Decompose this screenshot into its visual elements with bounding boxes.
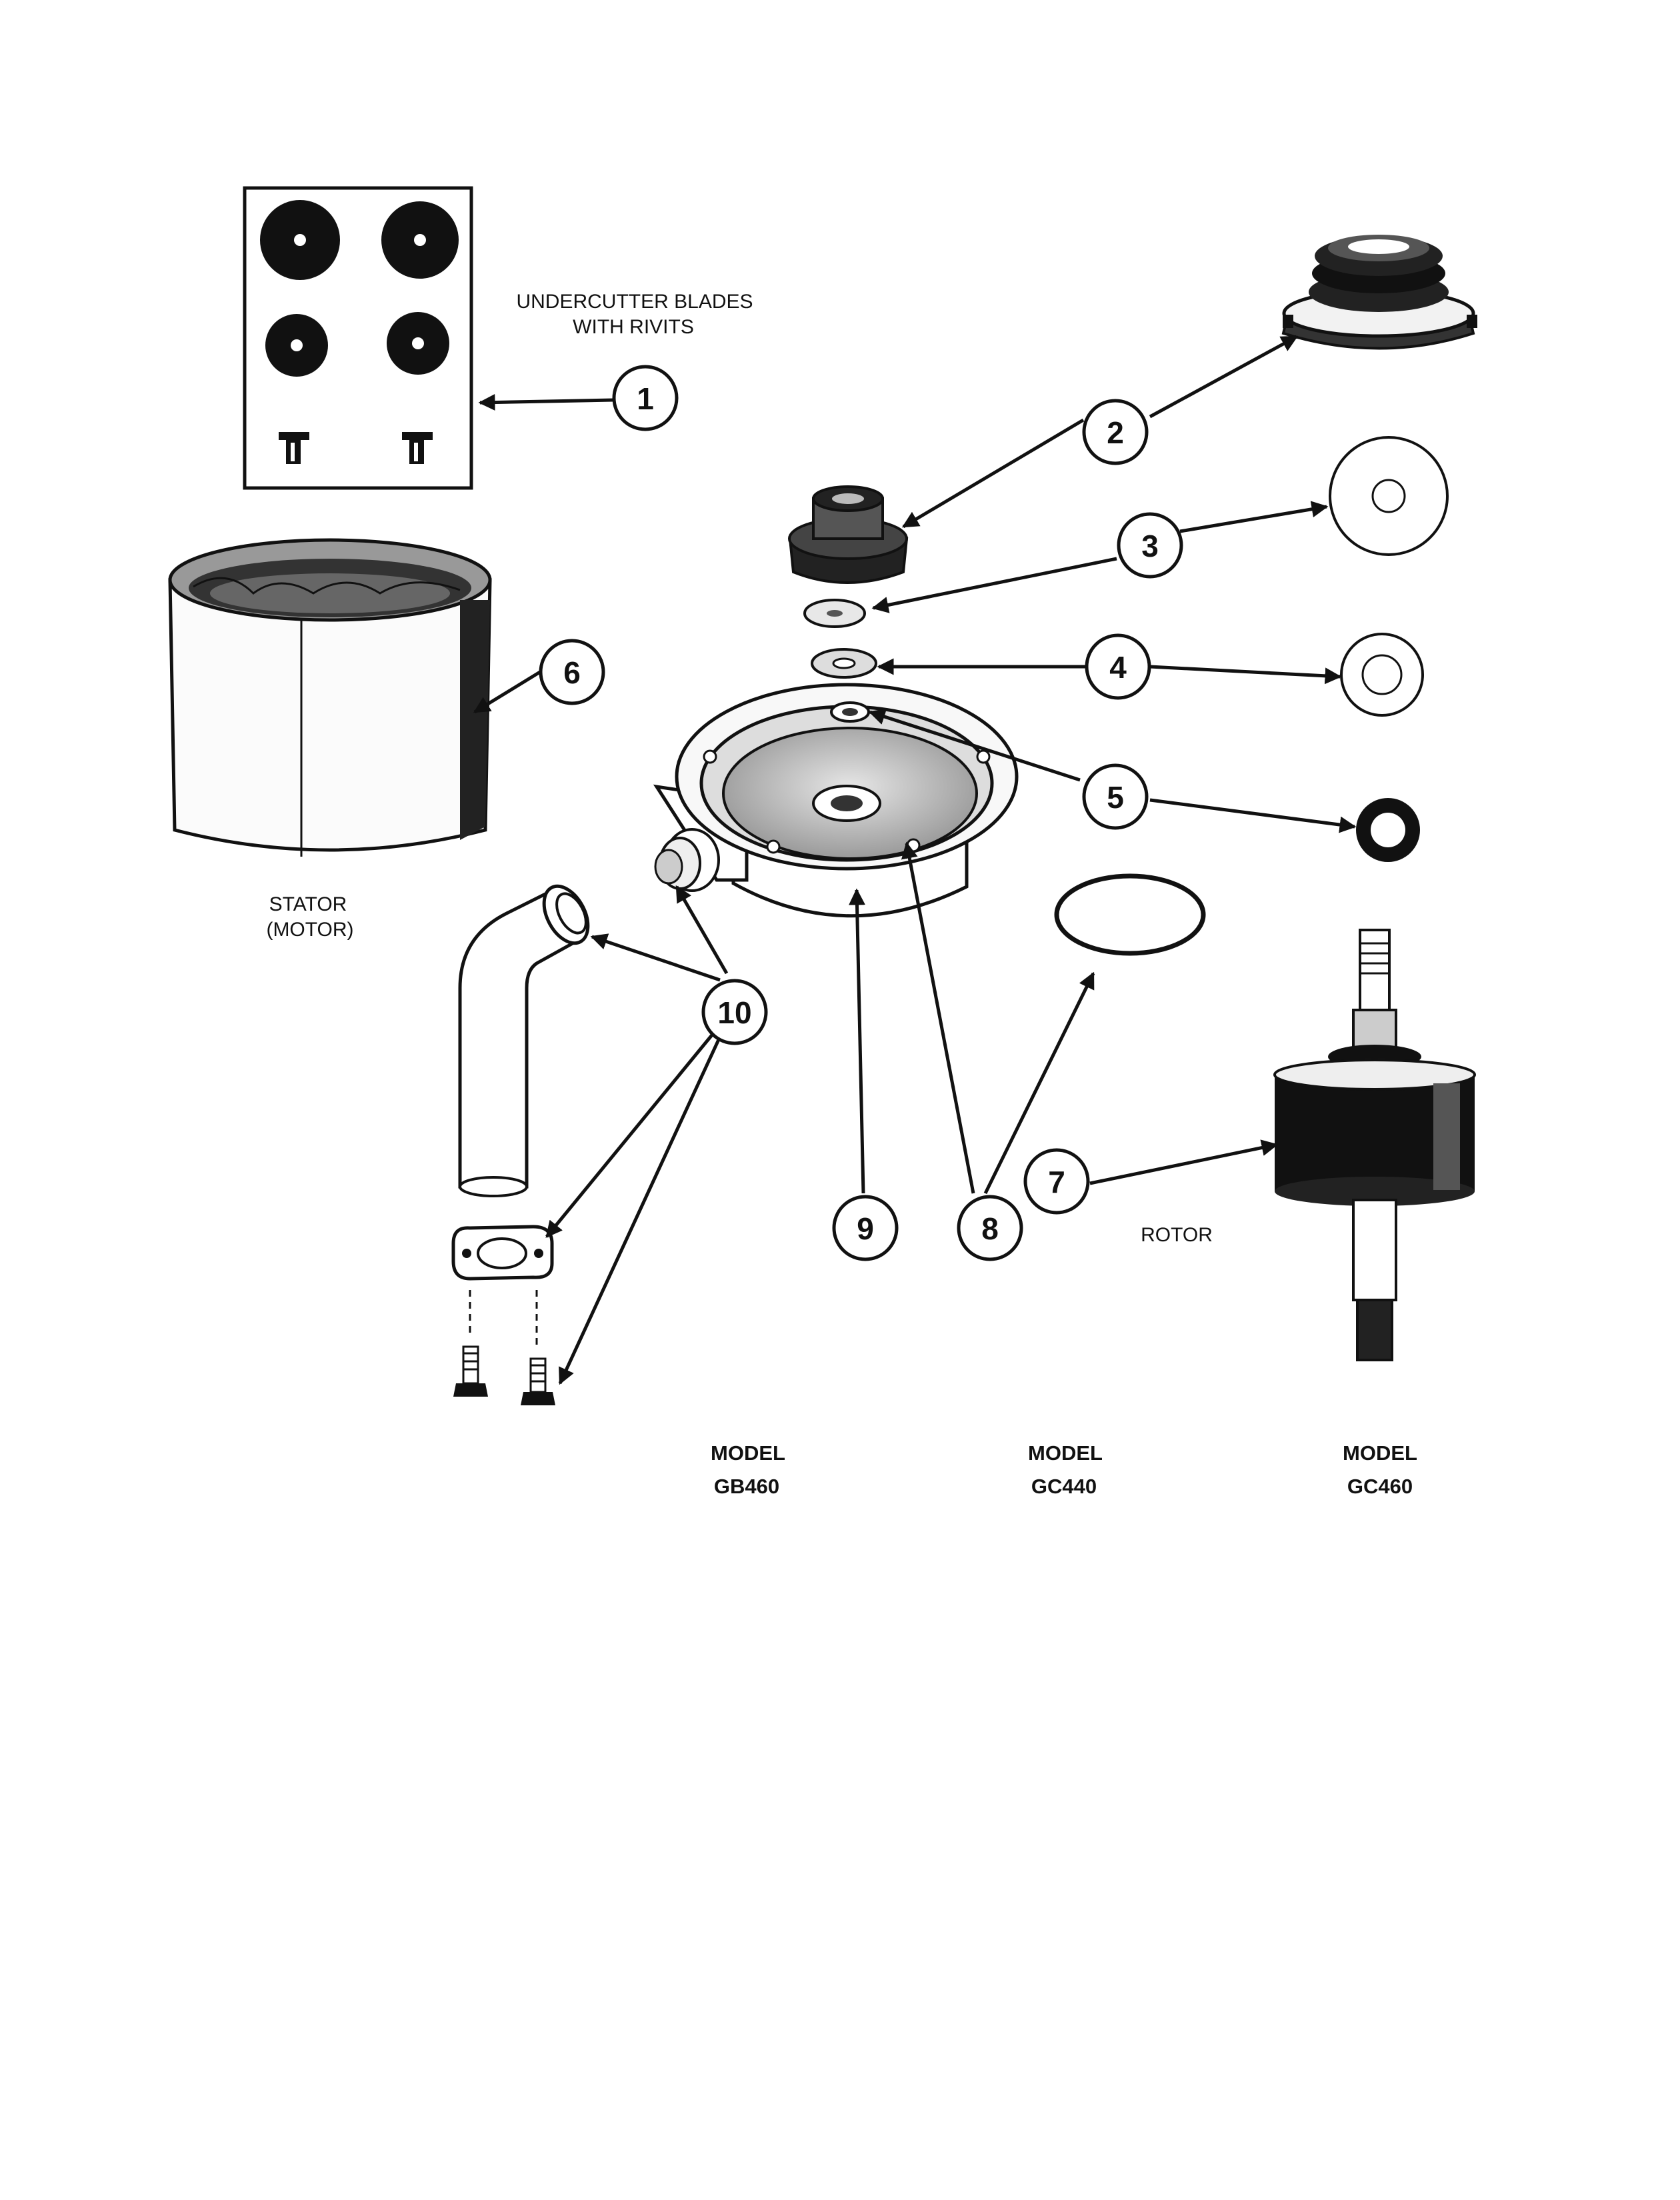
svg-text:9: 9 (857, 1211, 874, 1246)
stator-label-line2: (MOTOR) (266, 919, 353, 941)
rivet-icon (279, 432, 309, 464)
blades-label-line1: UNDERCUTTER BLADES (516, 291, 753, 313)
rivet-icon (402, 432, 433, 464)
undercutter-blades-card (243, 186, 473, 490)
seal-ring (1356, 798, 1420, 862)
model-label-3: MODEL (1343, 1441, 1417, 1465)
stator-motor (168, 538, 492, 857)
callout-8: 8 (957, 1195, 1023, 1261)
model-number-3: GC460 (1347, 1475, 1413, 1498)
rotor-label: ROTOR (1141, 1224, 1213, 1246)
motor-housing (653, 683, 1019, 918)
callout-2: 2 (1082, 399, 1149, 465)
svg-text:3: 3 (1141, 529, 1159, 563)
discharge-flange (451, 1225, 554, 1281)
model-label-1: MODEL (711, 1441, 785, 1465)
svg-text:4: 4 (1109, 650, 1127, 685)
mount-collar-small (788, 485, 909, 584)
discharge-elbow (458, 884, 590, 1197)
svg-text:7: 7 (1048, 1165, 1065, 1199)
o-ring-gasket (1054, 873, 1206, 956)
model-number-2: GC440 (1031, 1475, 1097, 1498)
blades-label-line2: WITH RIVITS (573, 316, 694, 338)
callout-7: 7 (1023, 1148, 1090, 1215)
bolt-icon (521, 1357, 555, 1405)
callout-4: 4 (1085, 633, 1151, 700)
blade-icon (260, 200, 340, 280)
mount-collar-large (1281, 235, 1477, 350)
svg-text:5: 5 (1107, 780, 1124, 815)
blade-icon (265, 314, 328, 377)
model-number-1: GB460 (714, 1475, 779, 1498)
leader-lines (473, 335, 1357, 1385)
blade-icon (387, 312, 449, 375)
washer-large (1329, 436, 1449, 556)
model-label-2: MODEL (1028, 1441, 1103, 1465)
callout-10: 10 (701, 979, 768, 1045)
svg-text:8: 8 (981, 1211, 999, 1246)
callout-5: 5 (1082, 763, 1149, 830)
washer-ring-small (811, 648, 877, 679)
washer-ring-large (1340, 633, 1424, 717)
blade-icon (381, 201, 459, 279)
bolt-icon (453, 1345, 488, 1397)
svg-text:2: 2 (1107, 415, 1124, 450)
rotor (1273, 929, 1476, 1361)
stator-label-line1: STATOR (269, 893, 347, 915)
callout-3: 3 (1117, 512, 1183, 579)
callout-9: 9 (832, 1195, 899, 1261)
svg-text:6: 6 (563, 655, 581, 690)
washer-small (803, 599, 866, 628)
svg-text:10: 10 (717, 995, 751, 1030)
svg-text:1: 1 (637, 381, 654, 416)
callout-6: 6 (539, 639, 605, 705)
callout-1: 1 (612, 365, 679, 431)
